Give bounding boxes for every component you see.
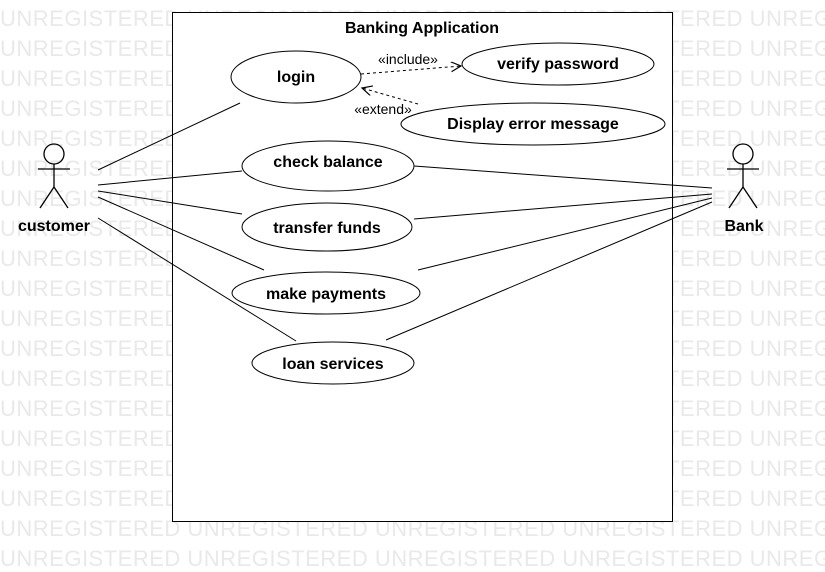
actor-bank-label: Bank [724, 218, 763, 235]
use-case-check-balance-label: check balance [273, 154, 383, 171]
use-case-verify-password-label: verify password [497, 56, 619, 73]
use-case-display-error-message-label: Display error message [447, 116, 619, 133]
stick-figure-icon [727, 143, 759, 209]
use-case-verify-password[interactable]: verify password [461, 42, 655, 86]
system-title: Banking Application [345, 20, 499, 37]
association-customer-loan-services [97, 217, 297, 342]
actor-customer[interactable]: customer [18, 143, 90, 235]
extend-relation: «extend» [354, 88, 419, 117]
use-case-make-payments[interactable]: make payments [231, 271, 421, 315]
association-customer-check-balance [97, 170, 243, 186]
include-relation: «include» [360, 51, 461, 75]
association-customer-make-payments [97, 196, 265, 271]
use-case-check-balance[interactable]: check balance [241, 140, 415, 192]
use-case-login[interactable]: login [230, 50, 362, 104]
actor-bank[interactable]: Bank [724, 143, 764, 235]
association-bank-transfer-funds [413, 193, 713, 220]
association-bank-make-payments [417, 197, 713, 271]
association-bank-check-balance [413, 165, 713, 189]
use-case-loan-services-label: loan services [282, 356, 384, 373]
use-case-transfer-funds-label: transfer funds [273, 220, 381, 237]
association-customer-transfer-funds [97, 190, 243, 215]
stick-figure-icon [38, 143, 70, 209]
actor-customer-label: customer [18, 218, 90, 235]
extend-label: «extend» [354, 101, 412, 117]
use-case-transfer-funds[interactable]: transfer funds [241, 202, 413, 252]
customer-associations [97, 102, 297, 342]
bank-associations [385, 165, 713, 341]
use-case-login-label: login [277, 69, 315, 86]
association-customer-login [97, 102, 241, 171]
watermark-row: UNREGISTERED UNREGISTERED UNREGISTERED U… [0, 516, 825, 541]
use-case-make-payments-label: make payments [266, 286, 386, 303]
use-case-display-error-message[interactable]: Display error message [400, 102, 666, 146]
watermark-row: UNREGISTERED UNREGISTERED UNREGISTERED U… [0, 546, 825, 571]
association-bank-loan-services [385, 201, 713, 341]
include-label: «include» [378, 51, 438, 67]
use-case-loan-services[interactable]: loan services [251, 341, 415, 385]
